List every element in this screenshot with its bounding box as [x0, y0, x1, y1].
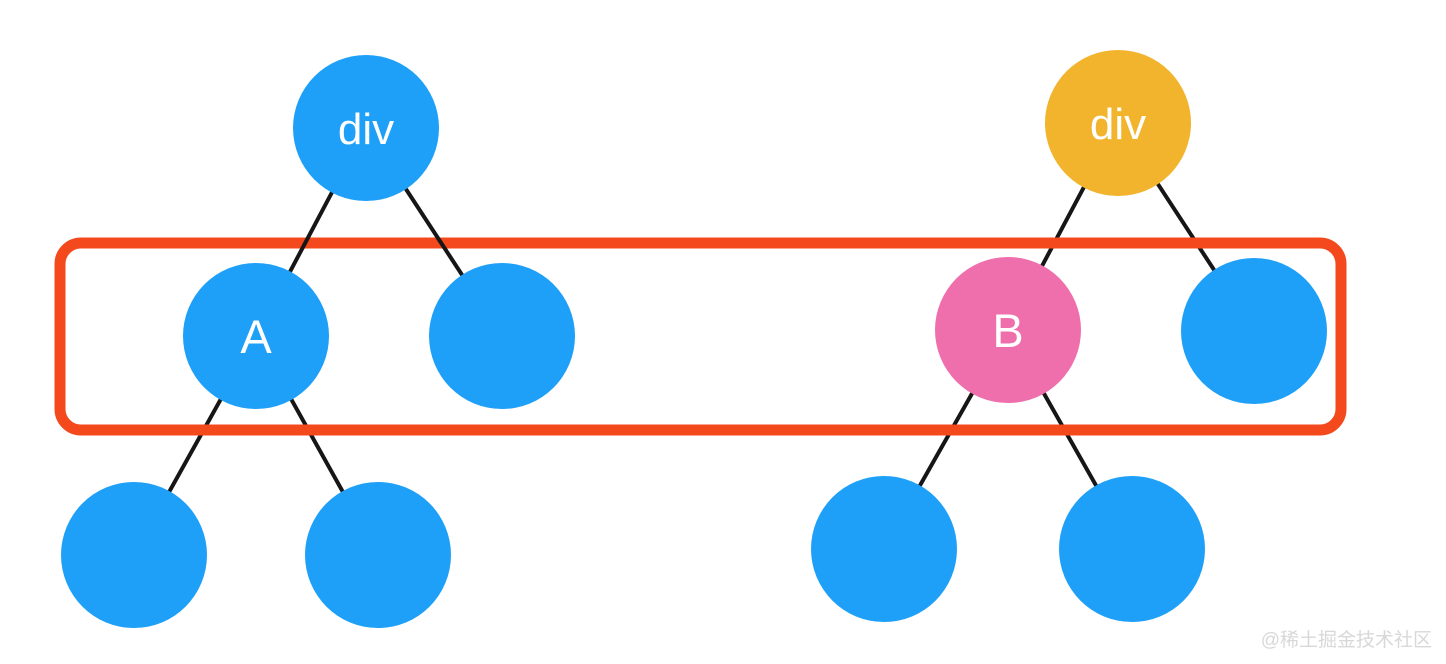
- node-right-child-2: [1181, 258, 1327, 404]
- node-left-child-2: [429, 263, 575, 409]
- node-left-child-a: [183, 263, 329, 409]
- node-right-leaf-2: [1059, 476, 1205, 622]
- label-left-root: div: [338, 105, 394, 154]
- label-left-child-a: A: [240, 310, 272, 363]
- node-left-leaf-2: [305, 482, 451, 628]
- node-left-leaf-1: [61, 482, 207, 628]
- label-right-child-b: B: [992, 304, 1023, 357]
- node-right-root-div: [1045, 50, 1191, 196]
- watermark-text: @稀土掘金技术社区: [1261, 629, 1432, 651]
- label-right-root: div: [1090, 100, 1146, 149]
- node-left-root-div: [293, 55, 439, 201]
- highlight-box: [54, 237, 1347, 436]
- node-right-child-b: [935, 257, 1081, 403]
- node-right-leaf-1: [811, 476, 957, 622]
